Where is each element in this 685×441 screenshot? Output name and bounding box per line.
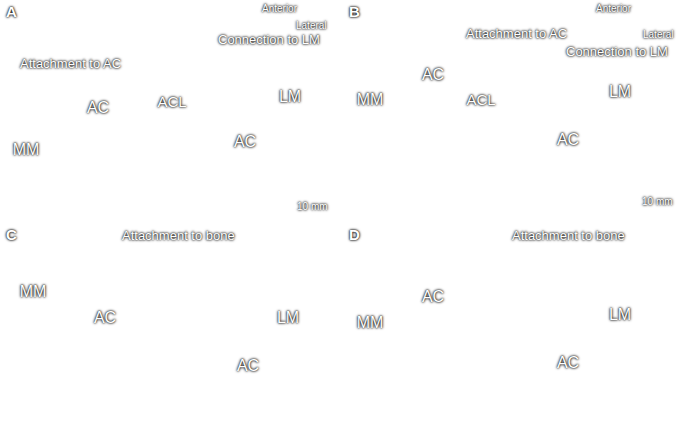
annotation-label: Attachment to AC: [466, 27, 567, 42]
region-label: MM: [357, 91, 384, 109]
region-label: ACL: [466, 91, 495, 108]
region-label: MM: [20, 283, 47, 301]
anatomy-region: AC: [60, 252, 152, 388]
anatomy-region: MM: [345, 40, 440, 200]
annotation-label: Lateral: [643, 29, 674, 41]
region-label: AC: [87, 99, 109, 117]
figure-panel: D AC MM LM AC: [343, 223, 685, 441]
anatomy-region: LM AC: [455, 248, 680, 431]
anatomy-region: MM: [5, 5, 150, 206]
region-label: AC: [237, 357, 259, 375]
annotation-label: 10 mm: [297, 201, 328, 213]
region-shape: [345, 263, 440, 423]
region-shape: [150, 22, 332, 208]
panel-letter: B: [349, 3, 360, 20]
annotation-label: Anterior: [596, 3, 631, 15]
region-shape: [455, 248, 680, 431]
anatomy-region: LM AC: [150, 22, 332, 208]
region-label: MM: [357, 314, 384, 332]
anatomy-region: MM: [5, 228, 150, 436]
region-label: MM: [13, 141, 40, 159]
annotation-label: Attachment to bone: [512, 229, 625, 244]
region-shape: [40, 28, 152, 160]
anatomy-region: ACL: [150, 62, 214, 168]
region-label: AC: [422, 66, 444, 84]
panel-letter: C: [6, 226, 17, 243]
region-label: LM: [609, 83, 631, 101]
region-label: AC: [234, 133, 256, 151]
anatomy-region: LM AC: [150, 242, 332, 428]
anatomy-region: AC: [512, 100, 632, 178]
region-label: LM: [609, 306, 631, 324]
region-shape: [150, 242, 332, 428]
panel-letter: A: [6, 3, 17, 20]
region-label: AC: [422, 288, 444, 306]
figure-panel: C MM AC LM AC: [0, 223, 338, 441]
anatomy-region: AC: [190, 331, 300, 395]
annotation-label: Attachment to bone: [122, 229, 235, 244]
anatomy-region: AC: [190, 108, 300, 172]
region-shape: [5, 228, 150, 436]
annotation-label: Lateral: [296, 20, 327, 32]
anatomy-region: AC: [40, 28, 152, 160]
region-label: AC: [557, 131, 579, 149]
annotation-label: Connection to LM: [218, 33, 320, 48]
annotation-label: 10 mm: [642, 196, 673, 208]
anatomy-region: ACL: [450, 45, 520, 145]
region-shape: [150, 62, 214, 168]
annotation-label: Attachment to AC: [20, 57, 121, 72]
annotation-label: Connection to LM: [566, 45, 668, 60]
region-label: AC: [557, 354, 579, 372]
anatomy-region: AC: [395, 245, 485, 358]
region-shape: [345, 40, 440, 200]
anatomy-region: MM: [345, 263, 440, 423]
region-label: LM: [279, 88, 301, 106]
annotation-label: Anterior: [262, 3, 297, 15]
panel-letter: D: [349, 226, 360, 243]
region-label: AC: [94, 309, 116, 327]
region-shape: [5, 5, 150, 206]
region-label: LM: [277, 309, 299, 327]
anatomy-region: AC: [512, 323, 632, 401]
region-label: ACL: [157, 93, 186, 110]
